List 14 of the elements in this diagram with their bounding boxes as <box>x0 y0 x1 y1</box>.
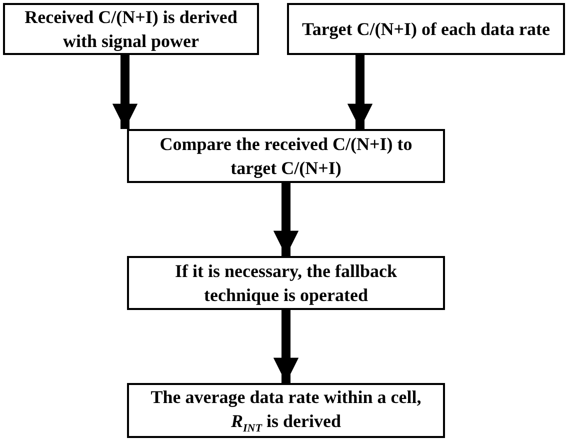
step-text: Target C/(N+I) of each data rate <box>300 18 552 41</box>
process-box <box>127 383 445 438</box>
step-text: Compare the received C/(N+I) to target C/(N+I) <box>158 132 414 180</box>
process-box <box>127 129 445 183</box>
process-box <box>3 3 259 55</box>
process-box <box>287 3 565 55</box>
process-box <box>127 256 445 310</box>
arrow <box>273 183 299 256</box>
arrow <box>112 55 138 129</box>
step-text: If it is necessary, the fallback technique is operated <box>174 260 398 307</box>
step-text: Received C/(N+I) is derived with signal power <box>24 6 238 53</box>
arrow <box>273 310 299 383</box>
step-text: The average data rate within a cell, R$_{INT}$ is derived <box>150 386 422 436</box>
arrow <box>347 55 373 129</box>
